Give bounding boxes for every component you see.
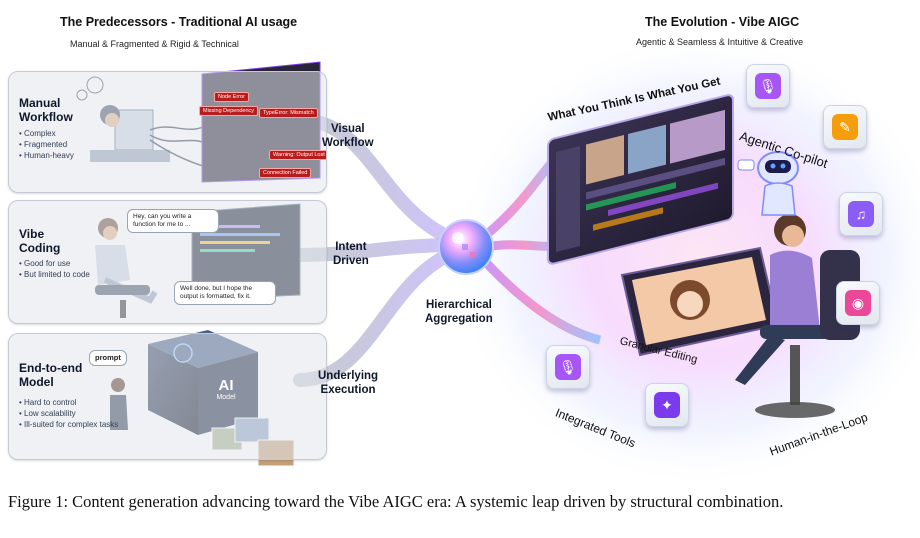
panel-title: End-to-end Model (19, 361, 83, 389)
bullet-item: Good for use (19, 258, 90, 269)
right-header-title: The Evolution - Vibe AIGC (645, 15, 800, 29)
magic-wand-icon: ✦ (654, 392, 680, 418)
ribbon-right-3 (476, 252, 602, 345)
label-underlying-execution: Underlying Execution (318, 370, 379, 396)
label-intent-driven: Intent Driven (333, 241, 369, 267)
tool-tile-microphone: 🎙 (746, 64, 790, 108)
tool-tile-microphone-2: 🎙 (546, 345, 590, 389)
error-tag: Missing Dependency (199, 106, 259, 116)
panel-manual-workflow: Manual Workflow Complex Fragmented Human… (8, 71, 327, 193)
bullet-item: But limited to code (19, 269, 90, 280)
bullet-list: Good for use But limited to code (19, 258, 90, 280)
chat-bubble-feedback: Well done, but I hope the output is form… (174, 281, 276, 305)
robot-copilot (737, 151, 799, 216)
prompt-tag: prompt (89, 350, 127, 366)
bullet-item: Complex (19, 128, 74, 139)
figure-caption: Figure 1: Content generation advancing t… (8, 492, 784, 511)
tool-tile-edit: ✎ (823, 105, 867, 149)
panel-vibe-coding: Vibe Coding Good for use But limited to … (8, 200, 327, 324)
right-header-subtitle: Agentic & Seamless & Intuitive & Creativ… (636, 37, 804, 47)
tool-tile-camera: ◉ (836, 281, 880, 325)
music-note-icon: ♫ (848, 201, 874, 227)
panel-title: Vibe Coding (19, 227, 61, 255)
bullet-list: Complex Fragmented Human-heavy (19, 128, 74, 161)
microphone-icon: 🎙 (555, 354, 581, 380)
label-hierarchical-aggregation: Hierarchical Aggregation (425, 299, 493, 325)
error-tag: TypeError: Mismatch (259, 108, 318, 118)
panel-title: Manual Workflow (19, 96, 73, 124)
error-tag: Connection Failed (259, 168, 312, 178)
microphone-icon: 🎙 (755, 73, 781, 99)
bullet-item: Fragmented (19, 139, 74, 150)
editor-monitor (547, 94, 734, 265)
cube-label: AI Model (216, 377, 236, 402)
edit-document-icon: ✎ (832, 114, 858, 140)
bullet-item: Low scalability (19, 408, 118, 419)
chat-bubble-request: Hey, can you write a function for me to … (127, 209, 219, 233)
error-tag: Warning: Output Lost (269, 150, 326, 160)
bullet-item: Human-heavy (19, 150, 74, 161)
bullet-item: Ill-suited for complex tasks (19, 419, 118, 430)
label-visual-workflow: Visual Workflow (322, 123, 374, 149)
left-header-title: The Predecessors - Traditional AI usage (60, 15, 298, 29)
panel-end-to-end-model: End-to-end Model Hard to control Low sca… (8, 333, 327, 460)
tool-tile-magic-wand: ✦ (645, 383, 689, 427)
tool-tile-music: ♫ (839, 192, 883, 236)
camera-icon: ◉ (845, 290, 871, 316)
error-tag: Node Error (214, 92, 249, 102)
bullet-list: Hard to control Low scalability Ill-suit… (19, 397, 118, 430)
bullet-item: Hard to control (19, 397, 118, 408)
left-header-subtitle: Manual & Fragmented & Rigid & Technical (70, 39, 239, 49)
